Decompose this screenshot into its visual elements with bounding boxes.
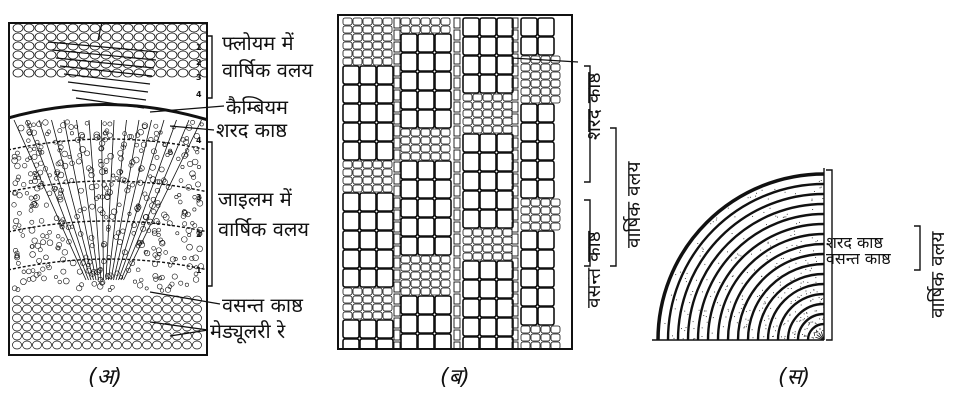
leader-cambium (150, 106, 224, 112)
bracket-rings-c (826, 170, 832, 340)
bracket-phloem-rings (207, 36, 212, 98)
leader-autumn-wood-a (170, 126, 214, 130)
leader-medullary-rays-2 (170, 330, 208, 336)
leader-medullary-rays-1 (150, 322, 208, 330)
bracket-annual-ring-c (914, 226, 920, 270)
leader-spring-wood-a (150, 292, 220, 304)
bracket-xylem-rings (207, 142, 212, 286)
bracket-spring-wood-b (584, 200, 590, 266)
bracket-autumn-wood-b (584, 66, 590, 182)
bracket-annual-ring-b (610, 128, 616, 266)
leader-top-b (512, 58, 578, 62)
